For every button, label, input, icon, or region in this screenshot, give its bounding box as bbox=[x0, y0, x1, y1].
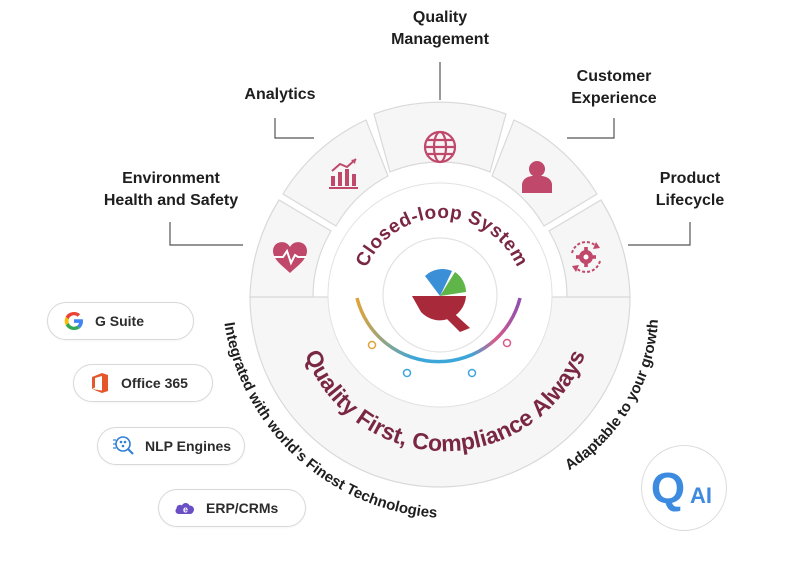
label-ehs: Environment Health and Safety bbox=[88, 168, 254, 212]
bar-chart-icon bbox=[329, 158, 358, 189]
label-ehs-line1: Environment bbox=[122, 170, 220, 187]
gear-cycle-icon bbox=[571, 241, 601, 273]
label-customer: Customer Experience bbox=[559, 66, 669, 110]
svg-text:e: e bbox=[183, 505, 188, 515]
integration-label: G Suite bbox=[95, 313, 145, 329]
label-customer-line2: Experience bbox=[571, 90, 657, 107]
connector-customer bbox=[567, 118, 615, 139]
label-quality-line2: Management bbox=[391, 31, 489, 48]
closed-loop-logo bbox=[412, 269, 470, 332]
label-analytics-line1: Analytics bbox=[244, 86, 316, 103]
qai-logo: Q AI bbox=[651, 464, 712, 513]
label-product-line2: Lifecycle bbox=[655, 192, 725, 209]
qai-q-letter: Q bbox=[651, 464, 685, 513]
label-customer-line1: Customer bbox=[576, 68, 652, 85]
google-g-icon bbox=[64, 312, 83, 330]
label-analytics: Analytics bbox=[230, 84, 330, 106]
integration-label: NLP Engines bbox=[145, 438, 232, 454]
arc-node bbox=[502, 338, 512, 348]
integration-nlp[interactable]: NLP Engines bbox=[97, 427, 245, 465]
integration-label: ERP/CRMs bbox=[206, 500, 279, 516]
label-product: Product Lifecycle bbox=[640, 168, 740, 212]
integration-gsuite[interactable]: G Suite bbox=[47, 302, 194, 340]
label-ehs-line2: Health and Safety bbox=[103, 192, 239, 209]
connector-ehs bbox=[169, 222, 243, 246]
integration-erp[interactable]: e ERP/CRMs bbox=[158, 489, 306, 527]
segment-analytics bbox=[282, 119, 389, 227]
loop-arc bbox=[355, 297, 522, 364]
heart-pulse-icon bbox=[273, 242, 307, 273]
label-quality-line1: Quality bbox=[412, 9, 468, 26]
globe-icon bbox=[423, 130, 457, 164]
connector-product bbox=[628, 222, 691, 246]
nlp-brain-icon bbox=[113, 436, 134, 455]
integration-label: Office 365 bbox=[121, 375, 188, 391]
integration-office365[interactable]: Office 365 bbox=[73, 364, 213, 402]
label-quality: Quality Management bbox=[360, 7, 520, 51]
arc-node bbox=[367, 340, 377, 350]
qai-badge: Q AI bbox=[641, 445, 727, 531]
segment-customer bbox=[491, 119, 598, 227]
segment-product bbox=[548, 199, 631, 298]
arc-node bbox=[402, 368, 412, 378]
qai-ai-text: AI bbox=[690, 483, 712, 508]
connector-analytics bbox=[274, 118, 314, 139]
user-icon bbox=[522, 161, 552, 193]
segment-quality bbox=[373, 101, 507, 173]
cloud-e-icon: e bbox=[175, 503, 195, 515]
label-product-line1: Product bbox=[659, 170, 721, 187]
arc-node bbox=[467, 368, 477, 378]
office-icon bbox=[92, 373, 108, 393]
